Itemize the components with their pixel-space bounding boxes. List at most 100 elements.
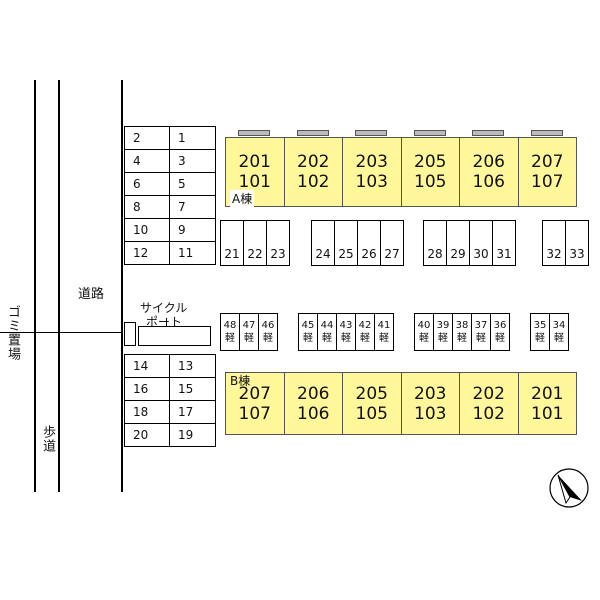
kei-label: 軽 <box>322 333 332 344</box>
road-label: 道路 <box>78 287 105 302</box>
unit-entrance <box>296 130 329 136</box>
sidewalk-line-right <box>58 80 60 492</box>
parking-space: 27 <box>380 220 404 266</box>
parking-space: 14 <box>124 354 170 378</box>
kei-label: 軽 <box>457 333 467 344</box>
parking-space: 19 <box>169 423 216 447</box>
parking-space: 20 <box>124 423 170 447</box>
space-number: 41 <box>377 320 391 331</box>
kei-label: 軽 <box>263 333 273 344</box>
space-number: 45 <box>301 320 315 331</box>
unit-number-upper: 206 <box>472 152 505 172</box>
parking-space: 15 <box>169 377 216 401</box>
parking-space: 13 <box>169 354 216 378</box>
unit-number-upper: 206 <box>297 383 330 404</box>
kei-label: 軽 <box>225 333 235 344</box>
space-number: 47 <box>242 320 256 331</box>
unit-number-upper: 203 <box>355 152 388 172</box>
kei-parking-space: 40 軽 <box>414 313 434 351</box>
cycle-port-arrow <box>166 318 167 328</box>
unit-number-upper: 207 <box>238 383 271 404</box>
unit-number-upper: 202 <box>297 152 330 172</box>
parking-space: 31 <box>492 220 516 266</box>
kei-label: 軽 <box>419 333 429 344</box>
space-number: 36 <box>493 320 507 331</box>
unit-number-lower: 102 <box>472 403 505 424</box>
kei-parking-space: 43 軽 <box>336 313 356 351</box>
parking-space: 4 <box>124 149 170 173</box>
garbage-connector-line <box>0 332 122 333</box>
kei-label: 軽 <box>438 333 448 344</box>
unit-number-lower: 107 <box>238 403 271 424</box>
unit-number-upper: 201 <box>531 383 564 404</box>
unit-number-lower: 105 <box>414 172 447 192</box>
parking-space: 16 <box>124 377 170 401</box>
parking-space: 24 <box>311 220 335 266</box>
space-number: 34 <box>552 320 566 331</box>
unit-number-lower: 101 <box>531 403 564 424</box>
garbage-area-label: ゴミ置場 <box>5 305 20 361</box>
kei-label: 軽 <box>303 333 313 344</box>
unit-number-lower: 107 <box>531 172 564 192</box>
sidewalk-label: 歩道 <box>40 425 55 453</box>
kei-label: 軽 <box>379 333 389 344</box>
parking-space: 11 <box>169 241 216 265</box>
space-number: 38 <box>455 320 469 331</box>
space-number: 43 <box>339 320 353 331</box>
unit-entrance <box>413 130 446 136</box>
unit-number-lower: 105 <box>355 403 388 424</box>
kei-label: 軽 <box>244 333 254 344</box>
cycle-port-label-2: ポート <box>146 315 183 329</box>
unit-number-upper: 205 <box>414 152 447 172</box>
building-a-label: A棟 <box>230 190 255 207</box>
parking-space: 8 <box>124 195 170 219</box>
parking-space: 9 <box>169 218 216 242</box>
parking-space: 25 <box>334 220 358 266</box>
parking-space: 12 <box>124 241 170 265</box>
kei-label: 軽 <box>476 333 486 344</box>
kei-label: 軽 <box>535 333 545 344</box>
unit-number-upper: 203 <box>414 383 447 404</box>
parking-space: 23 <box>266 220 290 266</box>
parking-space: 17 <box>169 400 216 424</box>
kei-parking-space: 39 軽 <box>433 313 453 351</box>
parking-space: 33 <box>565 220 589 266</box>
unit-number-upper: 202 <box>472 383 505 404</box>
unit-number-upper: 205 <box>355 383 388 404</box>
unit-entrance <box>355 130 388 136</box>
parking-space: 21 <box>220 220 244 266</box>
parking-space: 32 <box>542 220 566 266</box>
parking-space: 2 <box>124 126 170 150</box>
unit-entrance <box>238 130 271 136</box>
unit-number-lower: 106 <box>297 403 330 424</box>
unit-number-lower: 101 <box>238 172 271 192</box>
site-boundary-line <box>121 80 123 492</box>
parking-space: 18 <box>124 400 170 424</box>
kei-label: 軽 <box>341 333 351 344</box>
space-number: 40 <box>417 320 431 331</box>
kei-parking-space: 45 軽 <box>298 313 318 351</box>
unit-number-upper: 207 <box>531 152 564 172</box>
space-number: 39 <box>436 320 450 331</box>
unit-number-lower: 103 <box>355 172 388 192</box>
